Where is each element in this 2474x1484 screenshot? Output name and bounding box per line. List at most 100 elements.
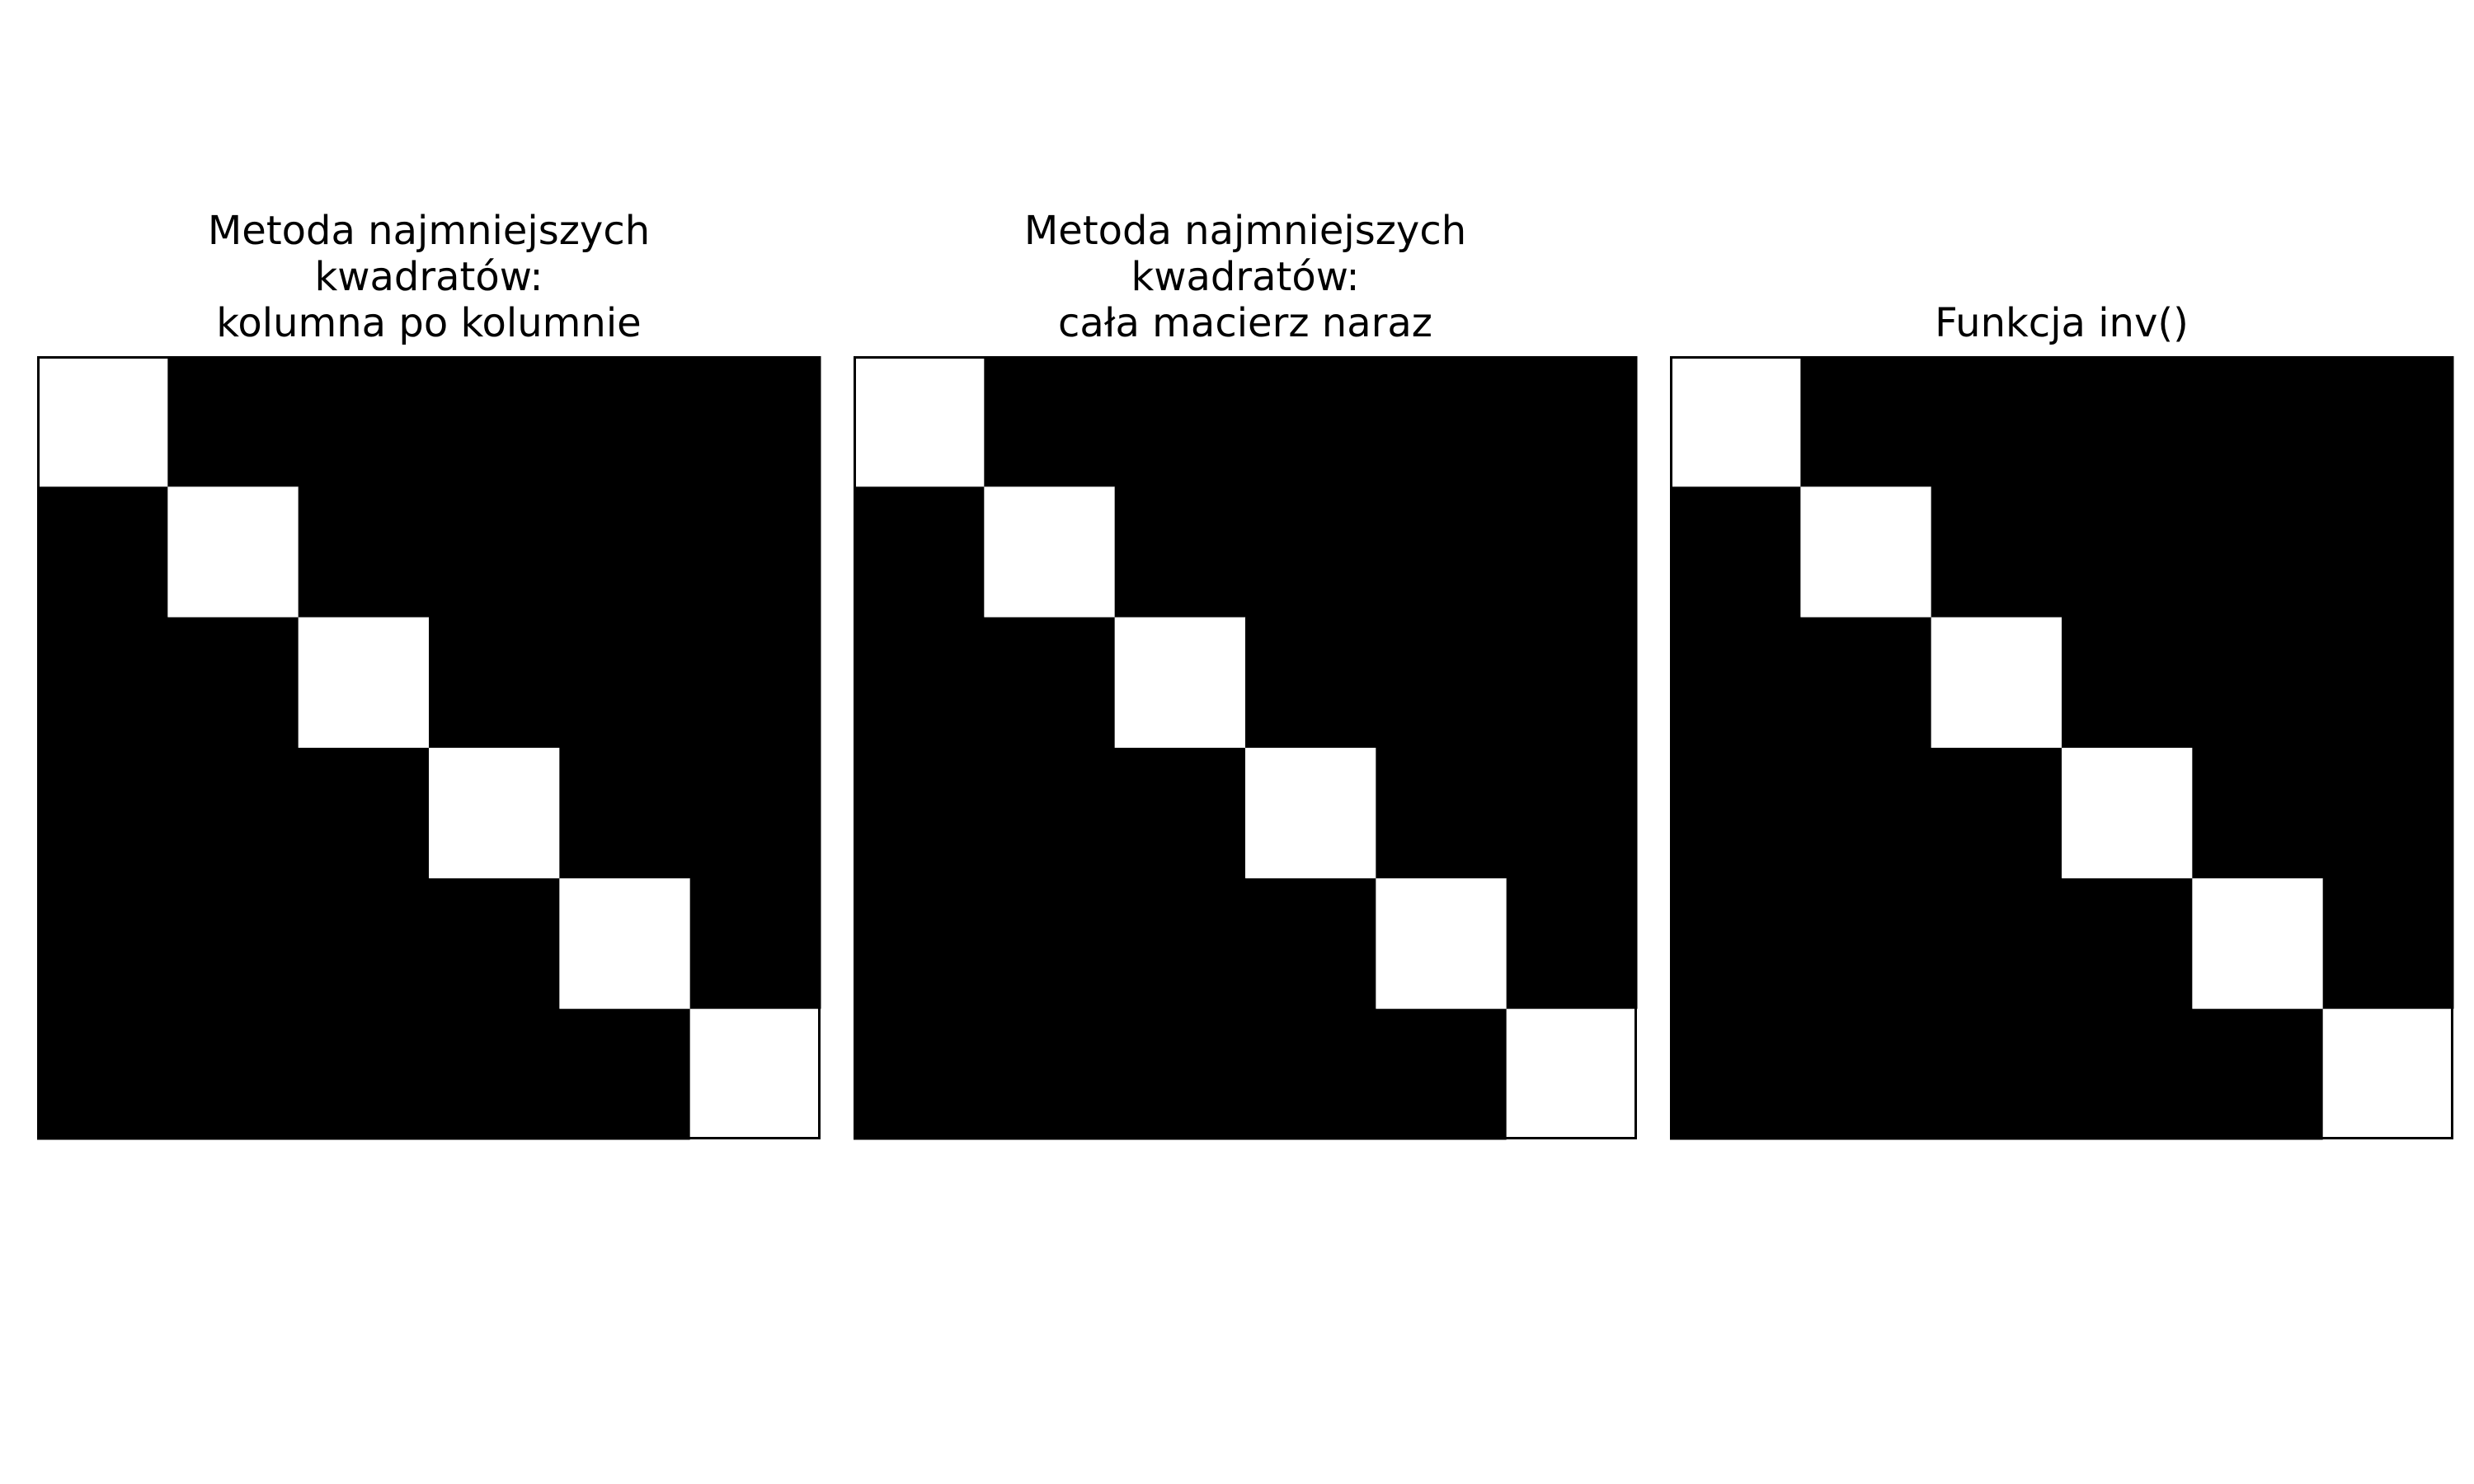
axes-frame xyxy=(1670,356,2453,1139)
heatmap-cell-r1-c1 xyxy=(167,486,299,618)
heatmap-cell-r2-c2 xyxy=(1114,617,1246,749)
heatmap-cell-r3-c0 xyxy=(37,748,168,879)
heatmap-cell-r2-c4 xyxy=(559,617,691,749)
heatmap-cell-r0-c1 xyxy=(167,356,299,487)
heatmap-cell-r0-c3 xyxy=(1245,356,1376,487)
heatmap-cell-r3-c2 xyxy=(1114,748,1246,879)
heatmap-cell-r4-c2 xyxy=(1931,878,2062,1010)
heatmap-cell-r1-c0 xyxy=(37,486,168,618)
heatmap-cell-r3-c1 xyxy=(984,748,1116,879)
heatmap-cell-r2-c4 xyxy=(2192,617,2324,749)
heatmap-cell-r0-c5 xyxy=(1506,356,1638,487)
heatmap-cell-r0-c1 xyxy=(1800,356,1932,487)
heatmap-cell-r2-c2 xyxy=(298,617,430,749)
heatmap-cell-r2-c5 xyxy=(2322,617,2454,749)
heatmap-cell-r1-c5 xyxy=(689,486,821,618)
heatmap-cell-r3-c3 xyxy=(1245,748,1376,879)
heatmap-cell-r2-c5 xyxy=(689,617,821,749)
axes-frame xyxy=(37,356,821,1139)
heatmap-cell-r1-c1 xyxy=(1800,486,1932,618)
heatmap-cell-r2-c1 xyxy=(167,617,299,749)
heatmap-cell-r5-c4 xyxy=(1376,1008,1507,1140)
heatmap-cell-r2-c0 xyxy=(1670,617,1801,749)
subplot-1: Metoda najmniejszych kwadratów: kolumna … xyxy=(37,0,821,1484)
heatmap-cell-r3-c4 xyxy=(1376,748,1507,879)
heatmap-cell-r2-c0 xyxy=(37,617,168,749)
heatmap-cell-r3-c5 xyxy=(1506,748,1638,879)
heatmap-cell-r2-c5 xyxy=(1506,617,1638,749)
heatmap-cell-r4-c0 xyxy=(1670,878,1801,1010)
subplot-1-title: Metoda najmniejszych kwadratów: kolumna … xyxy=(37,208,821,346)
subplot-1-heatmap xyxy=(37,356,821,1140)
heatmap-cell-r0-c2 xyxy=(1931,356,2062,487)
heatmap-cell-r5-c1 xyxy=(1800,1008,1932,1140)
heatmap-cell-r1-c3 xyxy=(1245,486,1376,618)
heatmap-cell-r3-c3 xyxy=(2062,748,2193,879)
heatmap-cell-r5-c4 xyxy=(559,1008,691,1140)
heatmap-cell-r5-c4 xyxy=(2192,1008,2324,1140)
heatmap-cell-r1-c2 xyxy=(1114,486,1246,618)
heatmap-cell-r3-c2 xyxy=(298,748,430,879)
subplot-3-title: Funkcja inv() xyxy=(1670,300,2453,346)
heatmap-cell-r5-c1 xyxy=(984,1008,1116,1140)
heatmap-cell-r5-c3 xyxy=(1245,1008,1376,1140)
heatmap-cell-r3-c3 xyxy=(429,748,560,879)
heatmap-cell-r3-c4 xyxy=(559,748,691,879)
heatmap-cell-r5-c5 xyxy=(2322,1008,2454,1140)
heatmap-cell-r0-c1 xyxy=(984,356,1116,487)
heatmap-cell-r0-c0 xyxy=(37,356,168,487)
subplot-2-title: Metoda najmniejszych kwadratów: cała mac… xyxy=(854,208,1637,346)
heatmap-cell-r2-c1 xyxy=(1800,617,1932,749)
heatmap-cell-r1-c2 xyxy=(298,486,430,618)
heatmap-cell-r5-c2 xyxy=(1931,1008,2062,1140)
heatmap-cell-r0-c0 xyxy=(1670,356,1801,487)
subplot-2-heatmap xyxy=(854,356,1638,1140)
subplot-2-title-line-3: cała macierz naraz xyxy=(1058,300,1432,346)
heatmap-cell-r0-c3 xyxy=(429,356,560,487)
heatmap-cell-r4-c0 xyxy=(854,878,985,1010)
subplot-2-title-line-1: Metoda najmniejszych xyxy=(1023,208,1467,254)
heatmap-cell-r0-c2 xyxy=(298,356,430,487)
heatmap-cell-r5-c2 xyxy=(1114,1008,1246,1140)
heatmap-cell-r2-c1 xyxy=(984,617,1116,749)
subplot-3-title-line-1: Funkcja inv() xyxy=(1935,300,2189,346)
heatmap-cell-r2-c2 xyxy=(1931,617,2062,749)
heatmap-cell-r3-c1 xyxy=(167,748,299,879)
heatmap-cell-r5-c0 xyxy=(1670,1008,1801,1140)
heatmap-cell-r5-c0 xyxy=(854,1008,985,1140)
heatmap-cell-r1-c4 xyxy=(2192,486,2324,618)
heatmap-cell-r1-c2 xyxy=(1931,486,2062,618)
subplot-1-title-line-3: kolumna po kolumnie xyxy=(216,300,642,346)
axes-frame xyxy=(854,356,1637,1139)
heatmap-cell-r4-c2 xyxy=(298,878,430,1010)
heatmap-cell-r1-c4 xyxy=(559,486,691,618)
heatmap-cell-r4-c3 xyxy=(1245,878,1376,1010)
heatmap-cell-r5-c5 xyxy=(1506,1008,1638,1140)
heatmap-cell-r2-c3 xyxy=(429,617,560,749)
heatmap-cell-r3-c1 xyxy=(1800,748,1932,879)
heatmap-cell-r5-c5 xyxy=(689,1008,821,1140)
subplot-3: Funkcja inv() xyxy=(1670,0,2454,1484)
subplot-1-title-line-2: kwadratów: xyxy=(314,254,543,300)
heatmap-cell-r0-c2 xyxy=(1114,356,1246,487)
heatmap-cell-r4-c2 xyxy=(1114,878,1246,1010)
heatmap-cell-r1-c1 xyxy=(984,486,1116,618)
heatmap-cell-r3-c0 xyxy=(1670,748,1801,879)
subplot-2: Metoda najmniejszych kwadratów: cała mac… xyxy=(854,0,1638,1484)
subplot-2-title-line-2: kwadratów: xyxy=(1131,254,1360,300)
heatmap-cell-r4-c4 xyxy=(1376,878,1507,1010)
heatmap-cell-r0-c5 xyxy=(2322,356,2454,487)
heatmap-cell-r0-c4 xyxy=(2192,356,2324,487)
heatmap-cell-r0-c5 xyxy=(689,356,821,487)
heatmap-cell-r4-c5 xyxy=(1506,878,1638,1010)
heatmap-cell-r1-c0 xyxy=(854,486,985,618)
heatmap-cell-r1-c3 xyxy=(2062,486,2193,618)
heatmap-cell-r4-c4 xyxy=(2192,878,2324,1010)
heatmap-cell-r3-c5 xyxy=(2322,748,2454,879)
heatmap-cell-r5-c3 xyxy=(429,1008,560,1140)
heatmap-cell-r1-c5 xyxy=(1506,486,1638,618)
heatmap-cell-r1-c4 xyxy=(1376,486,1507,618)
heatmap-cell-r2-c3 xyxy=(1245,617,1376,749)
heatmap-cell-r4-c4 xyxy=(559,878,691,1010)
